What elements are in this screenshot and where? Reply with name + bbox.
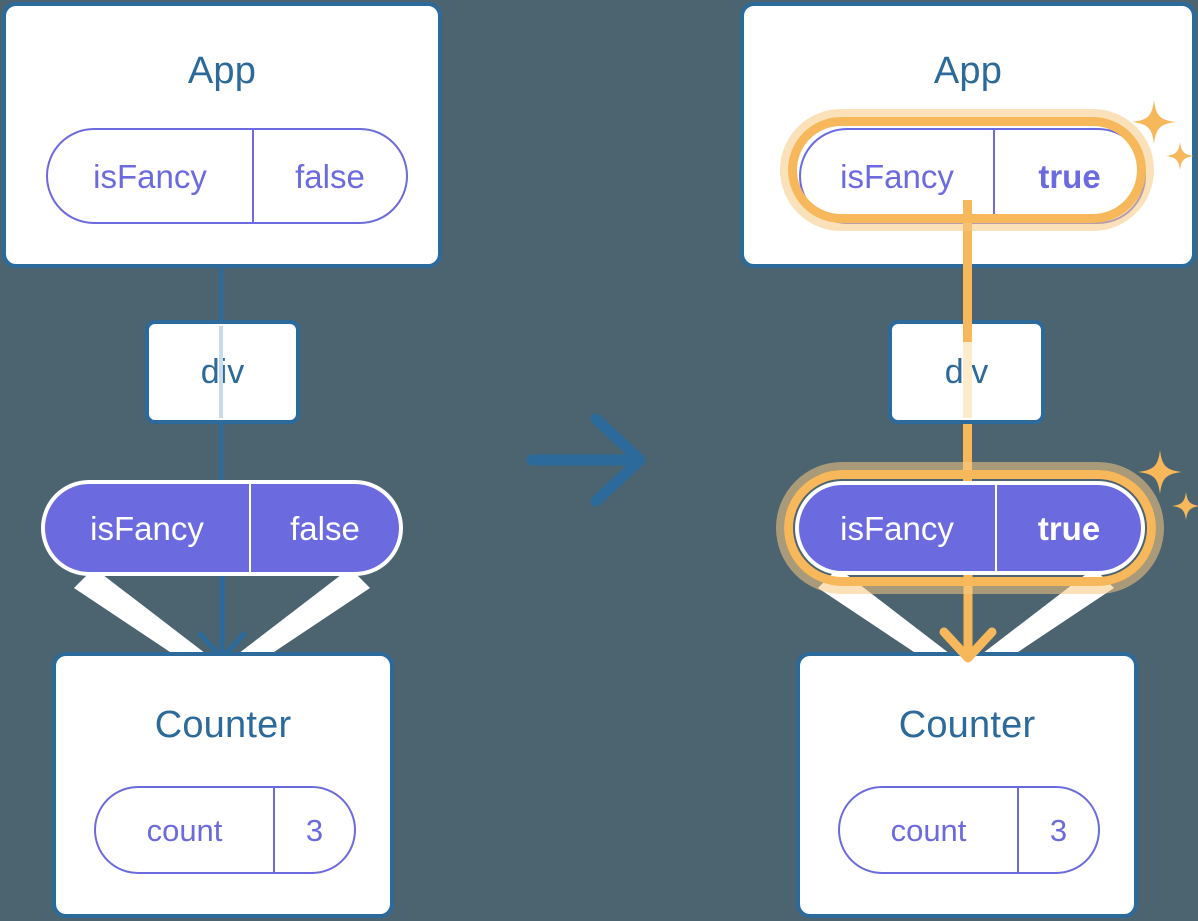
- connector-div-to-props-before: [219, 400, 223, 530]
- counter-component-box-before[interactable]: Counter count 3: [52, 652, 394, 918]
- props-pill-after[interactable]: isFancy true: [795, 481, 1145, 575]
- app-title-after: App: [933, 50, 1003, 92]
- app-state-value-after: true: [993, 130, 1144, 222]
- props-pill-before[interactable]: isFancy false: [41, 480, 403, 576]
- counter-state-pill-after[interactable]: count 3: [838, 786, 1100, 874]
- app-component-box-after[interactable]: App isFancy true: [740, 2, 1196, 268]
- connector-props-to-counter-before: [74, 568, 370, 670]
- counter-state-key-before: count: [146, 812, 223, 848]
- counter-state-key-after: count: [890, 812, 967, 848]
- connector-props-to-counter-after: [818, 568, 1114, 670]
- app-state-pill-before[interactable]: isFancy false: [46, 128, 408, 224]
- counter-state-value-before: 3: [273, 788, 354, 872]
- connector-app-to-div-after: [963, 200, 972, 342]
- counter-state-value-after: 3: [1017, 788, 1098, 872]
- connector-app-to-div-before: [219, 200, 223, 340]
- counter-title-before: Counter: [154, 704, 292, 746]
- props-value-before: false: [249, 484, 399, 572]
- counter-state-pill-before[interactable]: count 3: [94, 786, 356, 874]
- app-state-key-after: isFancy: [840, 157, 954, 195]
- counter-component-box-after[interactable]: Counter count 3: [796, 652, 1138, 918]
- props-value-after: true: [995, 485, 1141, 571]
- connector-inside-div-after: [963, 326, 972, 418]
- app-state-key-before: isFancy: [93, 157, 207, 195]
- connector-inside-div-before: [219, 326, 223, 418]
- sparkle-icon-props-after: [1138, 450, 1198, 520]
- app-state-value-before: false: [252, 130, 406, 222]
- app-component-box-before[interactable]: App isFancy false: [2, 2, 442, 268]
- app-title-before: App: [187, 50, 257, 92]
- connector-div-to-props-after: [963, 400, 972, 532]
- props-key-after: isFancy: [840, 509, 954, 547]
- props-key-before: isFancy: [90, 509, 204, 547]
- app-state-pill-after[interactable]: isFancy true: [799, 128, 1146, 224]
- sparkle-icon-app-after: [1132, 100, 1194, 170]
- counter-title-after: Counter: [898, 704, 1036, 746]
- arrow-right-icon: [526, 413, 646, 507]
